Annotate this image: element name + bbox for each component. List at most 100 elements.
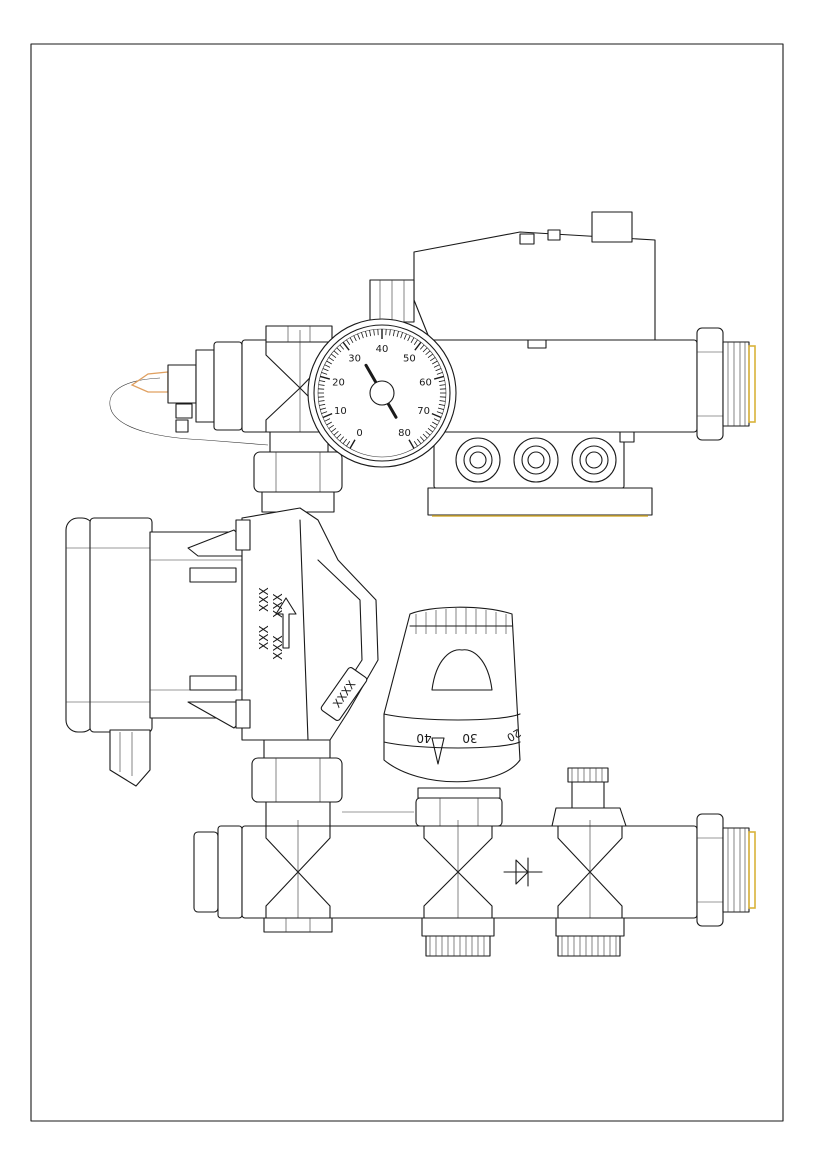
- gauge-tick: [392, 330, 395, 337]
- gauge-tick: [439, 384, 446, 386]
- gauge-label: 0: [356, 428, 362, 439]
- gauge-tick: [432, 360, 438, 365]
- gauge-tick: [339, 344, 345, 350]
- gauge-tick: [438, 380, 445, 383]
- gauge-tick: [336, 433, 342, 439]
- gauge-tick: [438, 403, 445, 406]
- air-vent-fitting: [551, 767, 627, 827]
- gauge-tick: [342, 438, 348, 445]
- gauge-tick: [373, 329, 375, 336]
- gauge-tick: [431, 413, 442, 419]
- gauge-label: 50: [403, 353, 416, 364]
- gauge-tick: [430, 424, 436, 429]
- gauge-tick: [330, 353, 337, 359]
- gauge-ticks: [318, 329, 446, 449]
- gauge-tick: [318, 384, 325, 386]
- gauge-label: 10: [334, 406, 347, 417]
- gauge-tick: [419, 344, 425, 350]
- gauge-tick: [403, 333, 407, 340]
- gauge-label: 40: [376, 344, 389, 355]
- gauge-tick: [425, 430, 431, 436]
- gauge-tick: [427, 353, 434, 359]
- gauge-label: 30: [348, 353, 361, 364]
- gauge-tick: [414, 341, 422, 351]
- gauge-tick: [422, 433, 428, 439]
- gauge-tick: [396, 331, 399, 338]
- gauge-tick: [419, 436, 425, 442]
- gauge-tick: [433, 375, 445, 380]
- gauge-tick: [349, 439, 356, 449]
- gauge-tick: [422, 347, 428, 353]
- gauge-tick: [321, 411, 328, 414]
- gauge-tick: [321, 372, 328, 375]
- gold-thread-top: [748, 345, 756, 423]
- thread-outlet-2: [557, 935, 621, 957]
- gauge-tick: [433, 364, 440, 368]
- thermostat-scale-40: 40: [416, 731, 431, 745]
- temperature-probe: [130, 371, 169, 393]
- gauge-tick: [342, 341, 350, 351]
- gauge-tick: [346, 339, 351, 345]
- circulation-pump: XXX XXX XXX XXX XXXX: [65, 507, 414, 827]
- gauge-tick: [339, 436, 345, 442]
- gauge-tick: [353, 335, 357, 342]
- gauge-tick: [427, 427, 434, 433]
- gauge-tick: [324, 364, 331, 368]
- gauge-tick: [389, 329, 391, 336]
- gauge-label: 20: [332, 377, 345, 388]
- gauge-label: 60: [419, 377, 432, 388]
- gauge-tick: [357, 333, 361, 340]
- gauge-tick: [408, 439, 415, 449]
- gauge-tick: [436, 411, 443, 414]
- gauge-tick: [365, 331, 368, 338]
- gauge-tick: [328, 357, 334, 362]
- gauge-tick: [319, 375, 331, 380]
- scale-marker-icon: [431, 737, 445, 765]
- gauge-tick: [435, 368, 442, 372]
- gauge-tick: [318, 400, 325, 402]
- drawing-frame: [30, 43, 784, 1122]
- gold-thread-bottom: [748, 831, 756, 909]
- gauge-tick: [407, 335, 411, 342]
- flow-arrow-icon: [275, 597, 297, 649]
- gauge-tick: [326, 360, 332, 365]
- pump-marking-1: XXX: [257, 587, 271, 612]
- gauge-tick: [430, 357, 436, 362]
- gauge-tick: [433, 418, 440, 422]
- port-3: [571, 437, 617, 483]
- gauge-tick: [436, 372, 443, 375]
- thermostat-scale-20: 20: [504, 726, 523, 744]
- gauge-tick: [324, 418, 331, 422]
- gauge-label: 80: [398, 428, 411, 439]
- gauge-tick: [322, 368, 329, 372]
- gauge-tick: [361, 332, 364, 339]
- gauge-tick: [336, 347, 342, 353]
- gauge-tick: [410, 337, 415, 343]
- gauge-tick: [346, 441, 351, 447]
- thread-outlet-1: [425, 935, 491, 957]
- gauge-tick: [328, 424, 334, 429]
- pump-marking-3: XXX: [271, 635, 285, 660]
- gauge-tick: [413, 441, 418, 447]
- gauge-tick: [333, 350, 339, 356]
- gauge-tick: [437, 407, 444, 410]
- thermostatic-head: 40 30 20: [383, 606, 523, 827]
- bottom-manifold: [193, 813, 756, 957]
- gauge-tick: [416, 438, 422, 445]
- port-1: [455, 437, 501, 483]
- gauge-tick: [413, 339, 418, 345]
- gauge-tick: [425, 350, 431, 356]
- gauge-tick: [369, 330, 372, 337]
- check-valve-symbol: [503, 857, 543, 887]
- thermostat-scale-30: 30: [462, 731, 477, 745]
- gauge-tick: [432, 421, 438, 426]
- gauge-tick: [319, 403, 326, 406]
- gauge-tick: [330, 427, 337, 433]
- gauge-tick: [322, 413, 333, 419]
- port-2: [513, 437, 559, 483]
- gauge-tick: [320, 407, 327, 410]
- pump-marking-4: XXX: [271, 593, 285, 618]
